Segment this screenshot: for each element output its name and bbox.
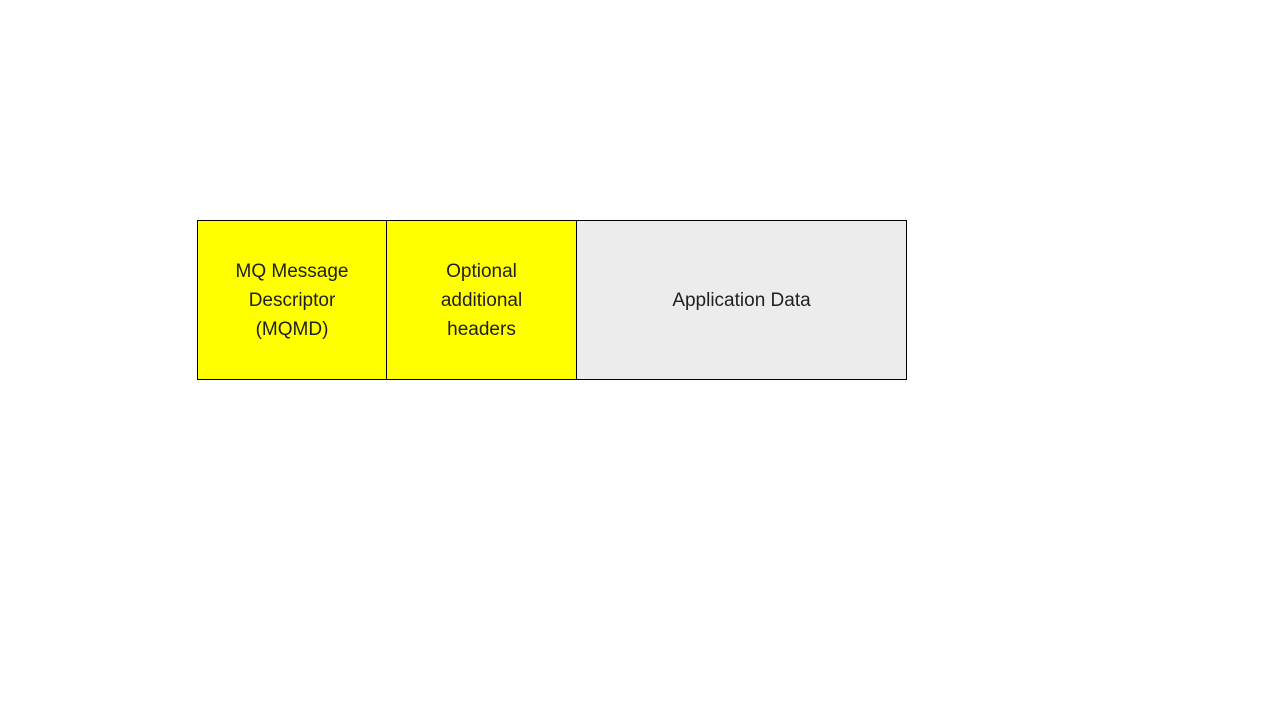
box-application-data: Application Data — [576, 221, 906, 379]
mq-message-structure-diagram: MQ Message Descriptor (MQMD) Optional ad… — [197, 220, 907, 380]
box-mq-message-descriptor: MQ Message Descriptor (MQMD) — [198, 221, 386, 379]
box-application-data-label: Application Data — [672, 289, 811, 311]
box-optional-additional-headers-label: Optional additional headers — [440, 260, 523, 340]
box-mq-message-descriptor-label: MQ Message Descriptor (MQMD) — [235, 260, 349, 340]
box-optional-additional-headers: Optional additional headers — [386, 221, 576, 379]
